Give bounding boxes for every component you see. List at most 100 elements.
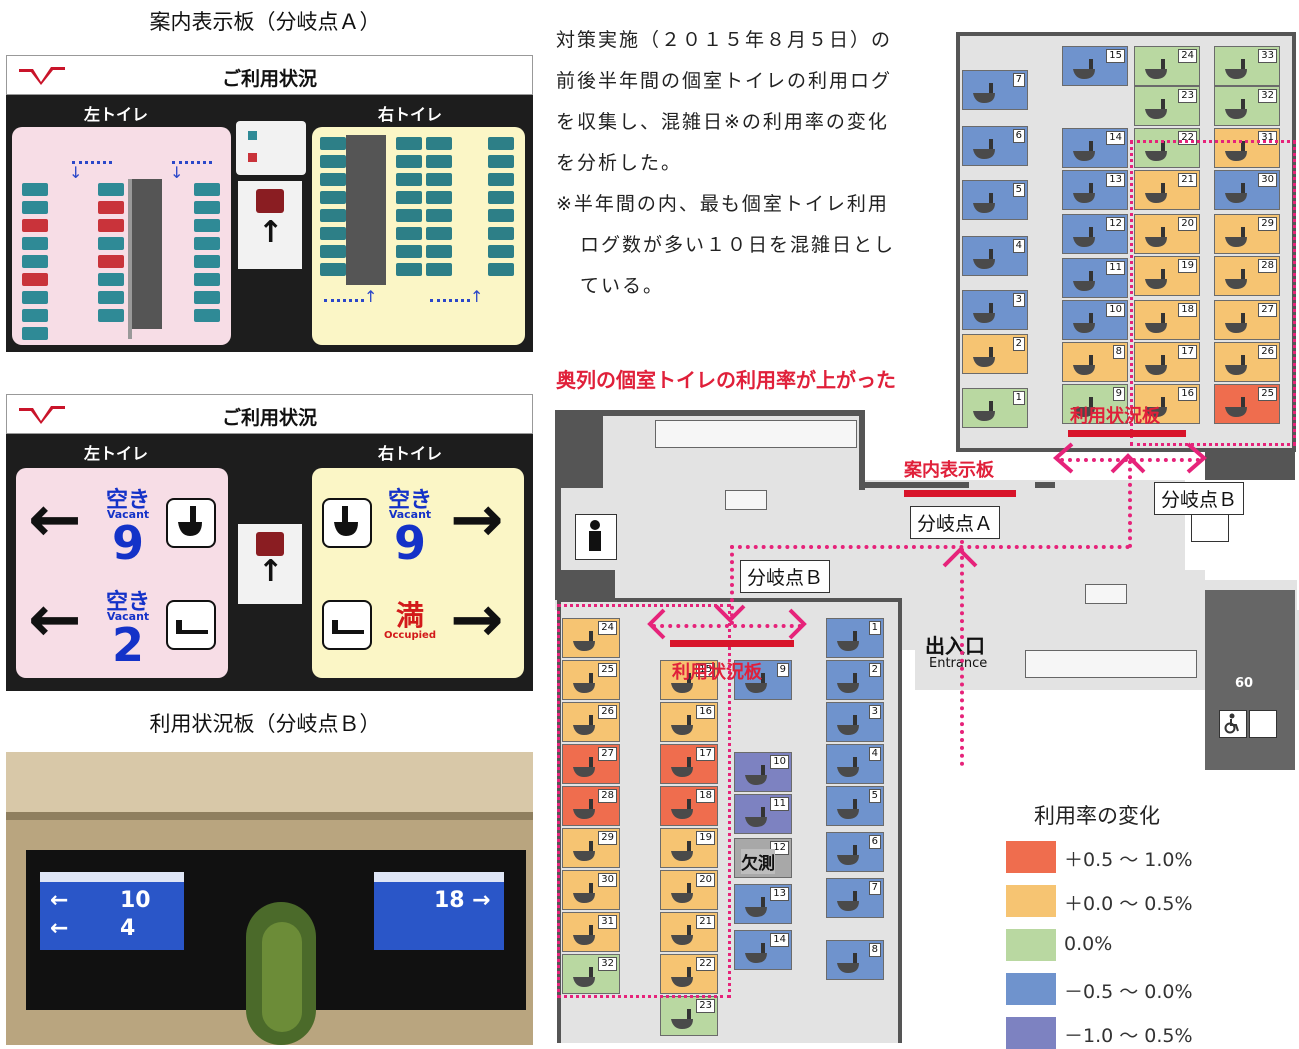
stall-number: 3 xyxy=(1012,293,1025,307)
panel-header: ご利用状況 xyxy=(6,55,533,95)
highlight-zone-upper xyxy=(1130,140,1296,446)
stall-tile xyxy=(98,309,124,322)
stall-tile xyxy=(22,255,48,268)
description-note: ※半年間の内、最も個室トイレ利用 xyxy=(556,193,889,215)
description-line: 前後半年間の個室トイレの利用ログ xyxy=(556,70,893,92)
toilet-stall-26: 26 xyxy=(562,702,620,742)
toilet-stall-25: 25 xyxy=(1214,384,1280,424)
toilet-icon xyxy=(671,673,693,693)
toilet-stall-29: 29 xyxy=(562,828,620,868)
stall-number: 10 xyxy=(1106,303,1125,317)
stall-number: 11 xyxy=(1106,261,1125,275)
toilet-stall-32: 32 xyxy=(1214,86,1280,126)
stall-number: 9 xyxy=(776,663,789,677)
legend-label: 0.0% xyxy=(1064,933,1113,955)
toilet-stall-27: 27 xyxy=(1214,300,1280,340)
stall-tile xyxy=(396,227,422,240)
stall-number: 4 xyxy=(1012,239,1025,253)
occupied-label: 満 xyxy=(395,599,424,632)
right-toilet-status-area: ↑ ↑ xyxy=(312,127,525,345)
stall-tile xyxy=(194,219,220,232)
stall-number: 13 xyxy=(1106,173,1125,187)
toilet-stall-28: 28 xyxy=(562,786,620,826)
right-toilet-label: 右トイレ xyxy=(378,105,443,124)
stall-tile xyxy=(320,227,346,240)
toilet-icon xyxy=(973,83,995,103)
board-b-marker xyxy=(670,640,794,647)
stall-tile xyxy=(488,191,514,204)
stall-tile xyxy=(22,219,48,232)
toilet-stall-21: 21 xyxy=(660,912,718,952)
stall-number: 28 xyxy=(598,789,617,803)
stall-number: 18 xyxy=(696,789,715,803)
toilet-icon xyxy=(1145,59,1167,79)
toilet-icon xyxy=(573,841,595,861)
toilet-stall-16: 16 xyxy=(660,702,718,742)
route-line xyxy=(1128,460,1132,548)
arrow-right-icon: → xyxy=(472,888,491,913)
stall-tile xyxy=(194,309,220,322)
stall-number: 8 xyxy=(1112,345,1125,359)
plant xyxy=(236,902,326,1045)
stall-number: 23 xyxy=(1178,89,1197,103)
occupied-label-en: Occupied xyxy=(383,630,436,641)
toilet-stall-2: 2 xyxy=(962,334,1028,374)
toilet-icon xyxy=(1145,313,1167,333)
stall-number: 28 xyxy=(1258,259,1277,273)
toilet-icon xyxy=(671,1009,693,1029)
stall-number: 21 xyxy=(1178,173,1197,187)
toilet-stall-17: 17 xyxy=(660,744,718,784)
board-a-map-label: 案内表示板 xyxy=(904,460,994,481)
restroom-sign-icon xyxy=(575,514,617,560)
toilet-icon xyxy=(671,841,693,861)
toilet-icon xyxy=(1225,269,1247,289)
toilet-icon xyxy=(1225,227,1247,247)
toilet-icon xyxy=(573,967,595,987)
toilet-stall-4: 4 xyxy=(826,744,884,784)
toilet-stall-23: 23 xyxy=(1134,86,1200,126)
stall-number: 27 xyxy=(1258,303,1277,317)
stall-tile xyxy=(488,227,514,240)
stall-tile xyxy=(320,155,346,168)
stall-tile xyxy=(22,237,48,250)
toilet-icon xyxy=(973,303,995,323)
stall-tile xyxy=(320,245,346,258)
stall-number: 18 xyxy=(1178,303,1197,317)
branch-b-label: 分岐点Ｂ xyxy=(1154,482,1245,515)
arrow-down-icon: ↓ xyxy=(170,163,184,182)
stall-tile xyxy=(320,137,346,150)
stall-number: 32 xyxy=(598,957,617,971)
stall-number: 31 xyxy=(598,915,617,929)
stall-number: 30 xyxy=(1258,173,1277,187)
legend-swatch xyxy=(1006,973,1056,1005)
stall-tile xyxy=(98,201,124,214)
stall-number: 1 xyxy=(1012,391,1025,405)
toilet-icon xyxy=(745,673,767,693)
family-restroom-icon xyxy=(1249,710,1277,738)
squat-toilet-icon xyxy=(322,600,372,650)
toilet-stall-14: 14 xyxy=(734,930,792,970)
toilet-stall-24: 24 xyxy=(1134,46,1200,86)
stall-number: 33 xyxy=(1258,49,1277,63)
description-line: 対策実施（２０１５年８月５日）の xyxy=(556,29,893,51)
stall-tile xyxy=(426,227,452,240)
toilet-icon xyxy=(745,943,767,963)
stall-number: 30 xyxy=(598,873,617,887)
toilet-icon xyxy=(1145,397,1167,417)
toilet-icon xyxy=(837,953,859,973)
stall-number: 8 xyxy=(868,943,881,957)
toilet-stall-8: 8 xyxy=(826,940,884,980)
western-toilet-icon xyxy=(322,498,372,548)
vacant-label: 空き xyxy=(387,488,432,513)
stall-tile xyxy=(194,201,220,214)
toilet-icon xyxy=(837,799,859,819)
right-toilet-sign: 空き Vacant 9 → 満 Occupied → xyxy=(312,468,524,678)
stall-number: 19 xyxy=(1178,259,1197,273)
stall-tile xyxy=(426,263,452,276)
toilet-icon xyxy=(1225,397,1247,417)
stall-tile xyxy=(488,209,514,222)
stall-number: 25 xyxy=(1258,387,1277,401)
board-a-detailed: ご利用状況 左トイレ 右トイレ ↓ ↓ xyxy=(6,55,533,352)
toilet-stall-30: 30 xyxy=(562,870,620,910)
